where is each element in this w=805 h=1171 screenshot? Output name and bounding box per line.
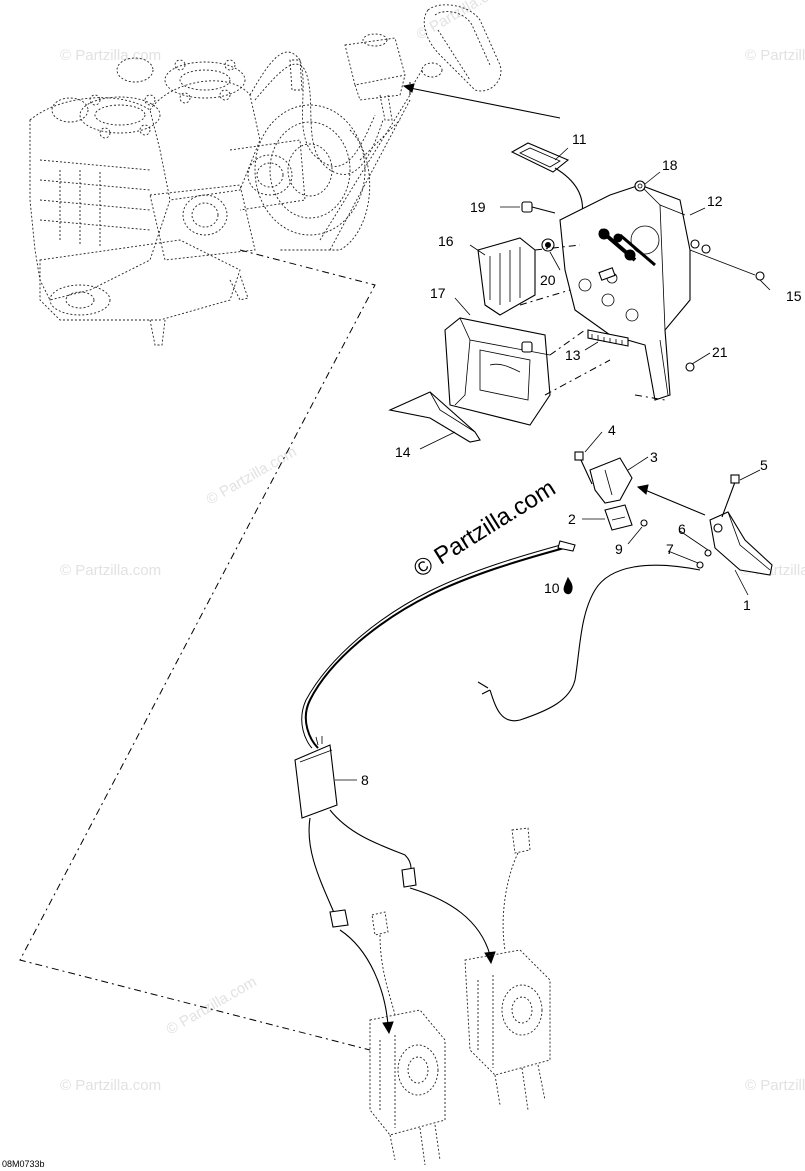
harness-connector-left: [329, 909, 349, 928]
arrow-curve-gasket: [554, 167, 584, 216]
arrow-head-carb-left: [382, 1021, 394, 1035]
bolt-15-b: [701, 244, 711, 254]
callout-20: 20: [540, 272, 556, 288]
throttle-cable: [301, 540, 576, 749]
callout-15: 15: [786, 288, 802, 304]
callout-2: 2: [568, 511, 576, 527]
handlebar-housing: [409, 4, 502, 92]
connector-line-ground: [19, 249, 376, 1051]
throttle-wire: [489, 564, 701, 722]
callout-10: 10: [544, 580, 560, 596]
callout-3: 3: [650, 449, 658, 465]
arrow-line-engine: [409, 87, 561, 119]
carburetor-right: [464, 827, 551, 1111]
sensor-bracket-3: [589, 457, 633, 504]
nut-21: [685, 362, 695, 372]
callout-9: 9: [615, 541, 623, 557]
harness-connector-right: [401, 867, 417, 888]
arrow-line-carb-left: [339, 929, 389, 1026]
callout-8: 8: [361, 772, 369, 788]
callout-21: 21: [712, 344, 728, 360]
watermark-bottom-right: © Partzilla.com: [745, 1077, 805, 1094]
assembly-guide-lines: [519, 244, 666, 401]
callout-18: 18: [662, 157, 678, 173]
washer-6: [704, 549, 712, 557]
nut-20: [541, 238, 555, 252]
gasket-part: [510, 142, 570, 173]
watermark-top-right: © Partzilla.com: [745, 47, 805, 64]
callout-11: 11: [572, 131, 587, 147]
callout-4: 4: [608, 422, 616, 438]
harness-wire-left: [308, 817, 336, 916]
bolt-15-c: [755, 271, 765, 281]
callout-12: 12: [707, 193, 723, 209]
nut-7: [696, 561, 704, 569]
diagram-code: 08M0733b: [2, 1159, 45, 1169]
watermark-diag-1: © Partzilla.com: [204, 443, 300, 508]
nut-18: [634, 180, 646, 192]
callout-14: 14: [395, 444, 411, 460]
connector-clip-16: [477, 237, 536, 316]
watermark-mid-left: © Partzilla.com: [60, 562, 161, 579]
callout-5: 5: [760, 457, 768, 473]
callout-7: 7: [666, 541, 674, 557]
arrow-head-engine: [402, 83, 415, 93]
harness-block-8: [294, 736, 338, 819]
sensor-2: [604, 504, 633, 531]
callout-1: 1: [743, 597, 751, 613]
watermark-top-left: © Partzilla.com: [60, 47, 161, 64]
watermark-bottom-left: © Partzilla.com: [60, 1077, 161, 1094]
arrow-line-throttle: [644, 489, 706, 516]
tray-14: [388, 391, 481, 443]
engine-illustration: [29, 33, 411, 346]
arrow-line-carb-right: [409, 887, 491, 956]
harness-wire-right: [329, 809, 412, 881]
arrow-head-carb-right: [484, 951, 496, 965]
callout-19: 19: [470, 199, 486, 215]
connector-13: [587, 329, 629, 347]
throttle-lever-1: [709, 511, 773, 576]
carburetor-left: [369, 911, 446, 1166]
watermark-diag-3: © Partzilla.com: [164, 973, 260, 1038]
callout-leaders: [335, 147, 771, 781]
nut-18-hole: [637, 183, 643, 189]
callout-13: 13: [565, 347, 581, 363]
callout-16: 16: [438, 233, 454, 249]
screw-5: [721, 474, 740, 518]
arrow-head-throttle: [636, 484, 649, 495]
callout-6: 6: [678, 521, 686, 537]
ecm-module-17: [444, 317, 551, 426]
callout-17: 17: [430, 285, 446, 301]
screw-19: [521, 201, 556, 214]
callout-labels: 11 12 18 19 16 20 15 17 13 21 14 4 3 5 2…: [361, 131, 802, 788]
bolt-15-line: [689, 249, 756, 276]
watermark-main: © Partzilla.com: [409, 474, 560, 583]
throttle-wire-end: [477, 681, 491, 695]
mounting-bracket: [559, 184, 691, 401]
bolt-15-a: [690, 239, 700, 249]
screw-4: [574, 451, 593, 485]
washer-9: [640, 519, 648, 527]
grease-icon: [563, 576, 573, 595]
